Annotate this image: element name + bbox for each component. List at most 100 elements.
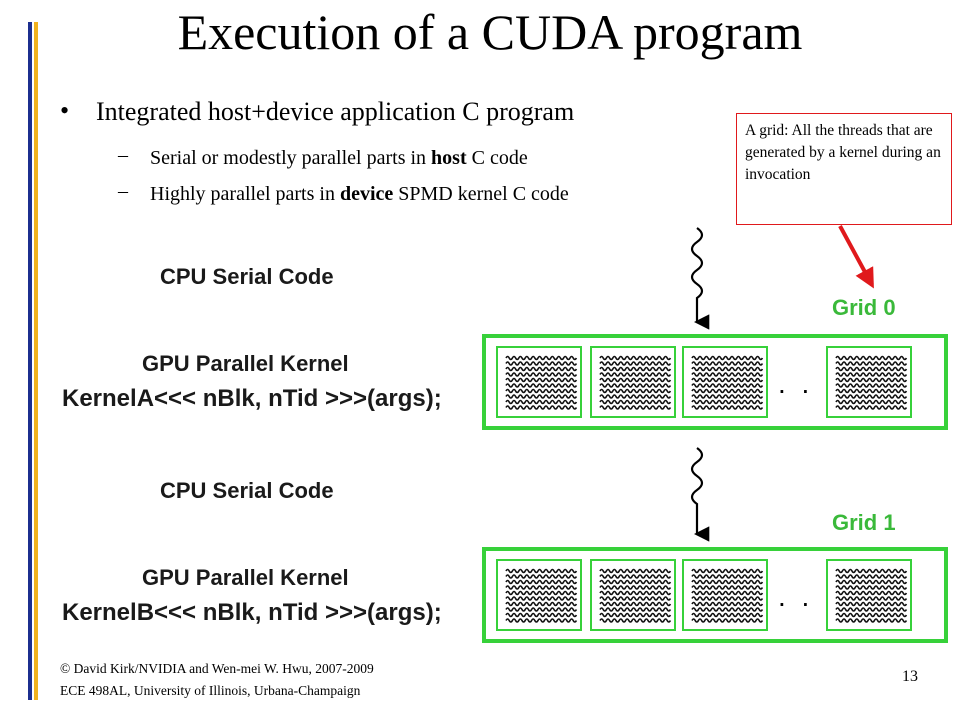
thread-squiggle xyxy=(505,383,578,388)
thread-squiggle xyxy=(505,394,578,399)
cpu-serial-code-label-1: CPU Serial Code xyxy=(160,264,334,289)
thread-block xyxy=(682,346,768,418)
threads-icon xyxy=(835,355,908,410)
thread-squiggle xyxy=(599,366,672,372)
thread-squiggle xyxy=(691,568,764,574)
thread-squiggle xyxy=(691,579,764,585)
thread-squiggle xyxy=(691,596,764,601)
slide-title: Execution of a CUDA program xyxy=(177,4,803,60)
cpu-serial-code-label-2: CPU Serial Code xyxy=(160,478,334,503)
thread-squiggle xyxy=(691,607,764,612)
thread-squiggle xyxy=(599,372,672,377)
thread-squiggle xyxy=(835,596,908,601)
sub-bullet-device-bold: device xyxy=(339,183,394,205)
thread-squiggle xyxy=(691,377,764,383)
thread-squiggle xyxy=(691,388,764,394)
grid-0-ellipsis: . . . xyxy=(778,368,837,399)
thread-squiggle xyxy=(691,601,764,607)
thread-squiggle xyxy=(505,372,578,377)
sub-bullet-dash: – xyxy=(118,180,128,202)
sub-bullet-host-tail: C code xyxy=(466,147,528,169)
sub-bullet-device-text: Highly parallel parts in xyxy=(150,183,340,205)
thread-squiggle xyxy=(599,618,672,623)
thread-squiggle xyxy=(599,601,672,607)
thread-squiggle xyxy=(505,607,578,612)
thread-squiggle xyxy=(835,366,908,372)
thread-squiggle xyxy=(599,355,672,361)
thread-squiggle xyxy=(599,394,672,399)
grid-0-box: . . . xyxy=(482,334,948,430)
thread-squiggle xyxy=(599,361,672,366)
footer-copyright: © David Kirk/NVIDIA and Wen-mei W. Hwu, … xyxy=(60,661,374,676)
sub-bullet-host-bold: host xyxy=(431,147,467,169)
thread-squiggle xyxy=(691,585,764,590)
thread-squiggle xyxy=(835,590,908,596)
serial-thread-arrow-2 xyxy=(690,447,710,542)
thread-squiggle xyxy=(505,405,578,410)
thread-squiggle xyxy=(691,590,764,596)
thread-squiggle xyxy=(505,355,578,361)
thread-squiggle xyxy=(691,361,764,366)
thread-squiggle xyxy=(599,399,672,405)
thread-squiggle xyxy=(505,585,578,590)
thread-squiggle xyxy=(835,607,908,612)
thread-squiggle xyxy=(691,372,764,377)
thread-squiggle xyxy=(835,601,908,607)
thread-squiggle xyxy=(505,377,578,383)
thread-squiggle xyxy=(599,574,672,579)
thread-squiggle xyxy=(599,607,672,612)
grid-1-box: . . . xyxy=(482,547,948,643)
sub-bullet-host: Serial or modestly parallel parts in hos… xyxy=(150,144,528,172)
kernel-call-b: KernelB<<< nBlk, nTid >>>(args); xyxy=(62,599,442,626)
thread-squiggle xyxy=(505,618,578,623)
threads-icon xyxy=(599,568,672,623)
thread-squiggle xyxy=(599,612,672,618)
sub-bullet-host-text: Serial or modestly parallel parts in xyxy=(150,147,432,169)
gpu-parallel-kernel-label-2: GPU Parallel Kernel xyxy=(142,565,349,590)
thread-squiggle xyxy=(599,596,672,601)
thread-squiggle xyxy=(835,383,908,388)
thread-squiggle xyxy=(691,399,764,405)
thread-squiggle xyxy=(599,590,672,596)
sub-bullet-device-tail: SPMD kernel C code xyxy=(393,183,569,205)
thread-squiggle xyxy=(599,579,672,585)
thread-block xyxy=(590,346,676,418)
serial-thread-arrow-1 xyxy=(690,227,710,330)
thread-squiggle xyxy=(691,574,764,579)
thread-squiggle xyxy=(835,405,908,410)
thread-squiggle xyxy=(599,585,672,590)
thread-squiggle xyxy=(835,612,908,618)
grid-1-label: Grid 1 xyxy=(832,510,896,535)
threads-icon xyxy=(691,355,764,410)
thread-squiggle xyxy=(691,612,764,618)
thread-squiggle xyxy=(835,574,908,579)
page-number: 13 xyxy=(902,668,918,685)
thread-squiggle xyxy=(691,618,764,623)
threads-icon xyxy=(691,568,764,623)
thread-block xyxy=(682,559,768,631)
bullet-marker: • xyxy=(60,96,70,125)
gpu-parallel-kernel-label-1: GPU Parallel Kernel xyxy=(142,351,349,376)
thread-block xyxy=(826,559,912,631)
thread-squiggle xyxy=(835,399,908,405)
thread-block xyxy=(590,559,676,631)
left-accent-bar-blue xyxy=(28,22,32,700)
thread-squiggle xyxy=(835,568,908,574)
thread-squiggle xyxy=(505,596,578,601)
threads-icon xyxy=(599,355,672,410)
grid-callout: A grid: All the threads that are generat… xyxy=(736,113,952,225)
thread-squiggle xyxy=(599,388,672,394)
thread-squiggle xyxy=(505,399,578,405)
thread-squiggle xyxy=(599,568,672,574)
thread-squiggle xyxy=(505,568,578,574)
thread-squiggle xyxy=(505,612,578,618)
thread-squiggle xyxy=(691,355,764,361)
threads-icon xyxy=(505,355,578,410)
thread-squiggle xyxy=(505,579,578,585)
thread-squiggle xyxy=(835,372,908,377)
thread-squiggle xyxy=(505,590,578,596)
thread-squiggle xyxy=(835,355,908,361)
thread-block xyxy=(826,346,912,418)
thread-squiggle xyxy=(505,366,578,372)
thread-squiggle xyxy=(599,383,672,388)
